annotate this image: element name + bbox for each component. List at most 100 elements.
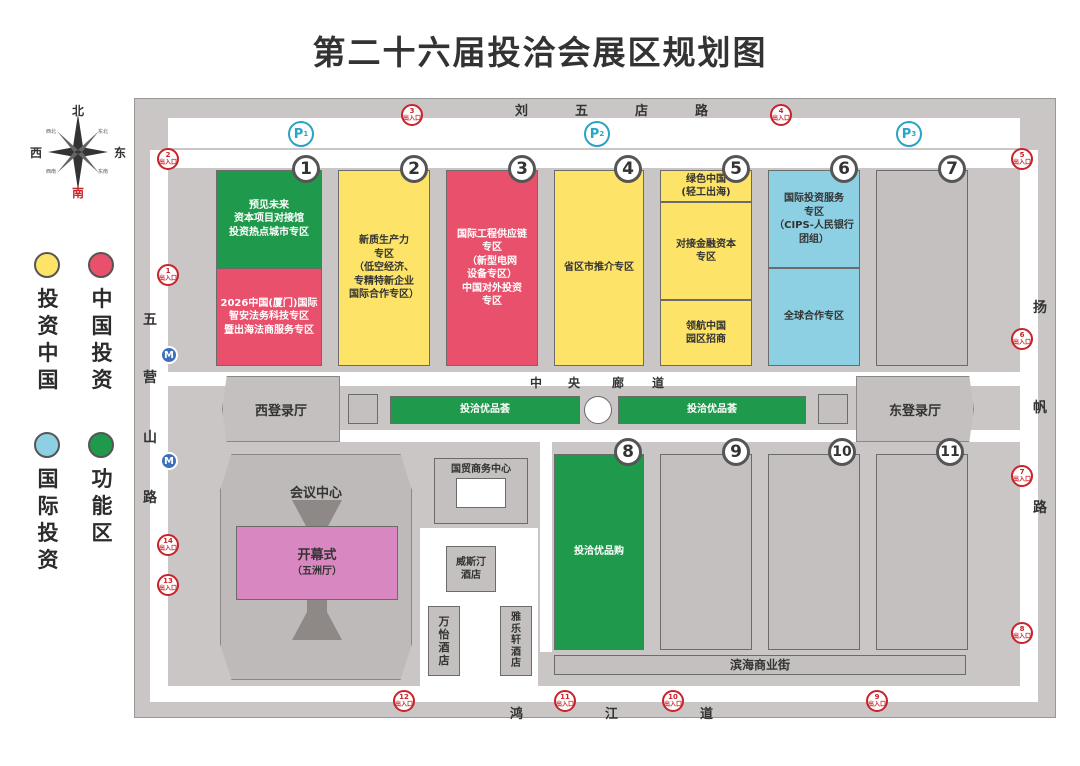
corridor-block-west (348, 394, 378, 424)
compass-ne: 东北 (98, 129, 109, 135)
hall-7[interactable] (876, 170, 968, 366)
coastal-commercial-street[interactable]: 滨海商业街 (554, 655, 966, 675)
compass-east: 东 (114, 146, 127, 160)
hall-1-capital-zone[interactable]: 预见未来 资本项目对接馆 投资热点城市专区 (216, 170, 322, 268)
road-north-char: 刘 (515, 104, 529, 119)
opening-ceremony-sub: （五洲厅） (292, 566, 342, 578)
compass-se: 东南 (98, 169, 109, 175)
compass-rose-icon (48, 114, 108, 190)
hall-2-new-productivity[interactable]: 新质生产力 专区 （低空经济、 专精特新企业 国际合作专区） (338, 170, 430, 366)
road-north-char: 路 (695, 104, 709, 119)
hall-8-shopping[interactable]: 投洽优品购 (554, 454, 644, 650)
compass-south: 南 (72, 186, 85, 200)
corridor-char: 廊 (612, 376, 625, 390)
hall-9[interactable] (660, 454, 752, 650)
road-west-char: 山 (143, 430, 157, 446)
hall-1-legal-zone[interactable]: 2026中国(厦门)国际 智安法务科技专区 暨出海法商服务专区 (216, 268, 322, 366)
compass: 北 南 西 东 西北 东北 西南 东南 (28, 104, 128, 200)
hall-number-badge: 2 (400, 155, 428, 183)
hall-11[interactable] (876, 454, 968, 650)
legend-dot-intl-invest (34, 432, 60, 458)
road-south-char: 江 (605, 707, 619, 722)
hall-6-global-coop[interactable]: 全球合作专区 (768, 268, 860, 366)
south-corridor-road (340, 430, 1020, 442)
opening-ceremony-label: 开幕式 (297, 548, 337, 564)
hall-5-park-invest[interactable]: 领航中国 园区招商 (660, 300, 752, 366)
corridor-char: 道 (652, 376, 665, 390)
road-east-char: 扬 (1033, 300, 1047, 316)
hall-number-badge: 6 (830, 155, 858, 183)
road-north-char: 五 (575, 104, 589, 119)
road-west-char: 五 (143, 312, 157, 328)
road-south-char: 道 (700, 707, 714, 722)
compass-west: 西 (30, 146, 43, 160)
legend-label-intl-invest: 国际投资 (37, 467, 59, 572)
road-south-char: 鸿 (510, 707, 524, 722)
page-title: 第二十六届投洽会展区规划图 (312, 33, 768, 72)
hall-4-provinces[interactable]: 省区市推介专区 (554, 170, 644, 366)
west-inner-road (150, 150, 168, 702)
metro-icon[interactable]: M (160, 452, 178, 470)
hall-3-supply-chain[interactable]: 国际工程供应链 专区 （新型电网 设备专区） 中国对外投资 专区 (446, 170, 538, 366)
legend-dot-china-invest (88, 252, 114, 278)
road-east-char: 帆 (1033, 400, 1047, 416)
corridor-char: 央 (568, 376, 581, 390)
west-lobby[interactable]: 西登录厅 (222, 376, 340, 442)
road-north-char: 店 (635, 104, 649, 119)
compass-sw: 西南 (46, 169, 57, 175)
hall-number-badge: 3 (508, 155, 536, 183)
south-inner-road (150, 686, 1038, 702)
road-west-char: 路 (143, 490, 157, 506)
west-gap-road (540, 442, 552, 652)
hall-number-badge: 7 (938, 155, 966, 183)
wanyi-hotel[interactable]: 万 怡 酒 店 (428, 606, 460, 676)
westin-hotel[interactable]: 威斯汀 酒店 (446, 546, 496, 592)
metro-icon[interactable]: M (160, 346, 178, 364)
hall-number-badge: 8 (614, 438, 642, 466)
north-inner-road (150, 150, 1038, 168)
opening-ceremony-hall[interactable]: 开幕式 （五洲厅） (236, 526, 398, 600)
hall-number-badge: 11 (936, 438, 964, 466)
conference-center-label: 会议中心 (289, 486, 342, 501)
compass-nw: 西北 (46, 129, 57, 135)
central-corridor-road (168, 372, 1020, 386)
hall-number-badge: 1 (292, 155, 320, 183)
east-lobby[interactable]: 东登录厅 (856, 376, 974, 442)
legend-label-function: 功能区 (91, 467, 113, 545)
corridor-block-east (818, 394, 848, 424)
corridor-shop-west[interactable]: 投洽优品荟 (390, 396, 580, 424)
yalexuan-hotel[interactable]: 雅 乐 轩 酒 店 (500, 606, 532, 676)
road-west-char: 营 (143, 370, 157, 386)
corridor-shop-east[interactable]: 投洽优品荟 (618, 396, 806, 424)
corridor-center-circle (584, 396, 612, 424)
trade-center-label: 国贸商务中心 (451, 464, 511, 475)
legend-label-invest-china: 投资中国 (37, 287, 59, 392)
corridor-char: 中 (530, 376, 543, 390)
east-inner-road (1020, 150, 1038, 702)
compass-north: 北 (72, 104, 85, 118)
trade-center-courtyard (456, 478, 506, 508)
hall-6-invest-service[interactable]: 国际投资服务 专区 （CIPS-人民银行 团组） (768, 170, 860, 268)
hall-10[interactable] (768, 454, 860, 650)
hall-number-badge: 4 (614, 155, 642, 183)
hall-number-badge: 10 (828, 438, 856, 466)
legend-dot-invest-china (34, 252, 60, 278)
hall-5-finance[interactable]: 对接金融资本 专区 (660, 202, 752, 300)
